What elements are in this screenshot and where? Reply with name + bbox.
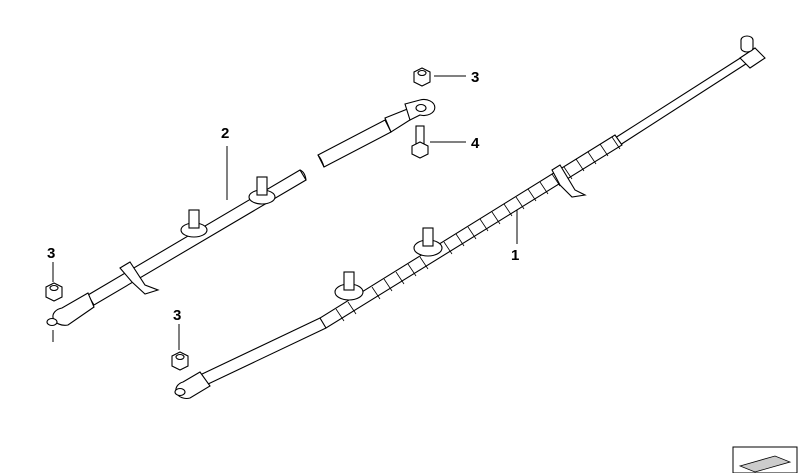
callout-1: 1 [511,247,519,264]
cable-2[interactable] [46,99,436,327]
callout-3-left: 3 [47,245,55,262]
cable-1-stud-lower [334,271,364,301]
nut-top[interactable] [413,67,431,87]
callout-3-top: 3 [471,69,479,86]
cable-1[interactable] [174,35,766,399]
callout-4: 4 [471,135,480,152]
nut-bottom[interactable] [171,351,189,371]
thumbnail-icon [732,446,798,473]
cable-1-braid [335,136,621,322]
callout-3-bottom: 3 [173,307,181,324]
callout-2: 2 [221,125,229,142]
nut-left[interactable] [45,282,63,302]
cable-2-stud-right [248,176,276,205]
cable-2-stud-left [180,209,208,238]
cable-1-stud-upper [413,227,443,257]
bolt[interactable] [411,125,429,159]
